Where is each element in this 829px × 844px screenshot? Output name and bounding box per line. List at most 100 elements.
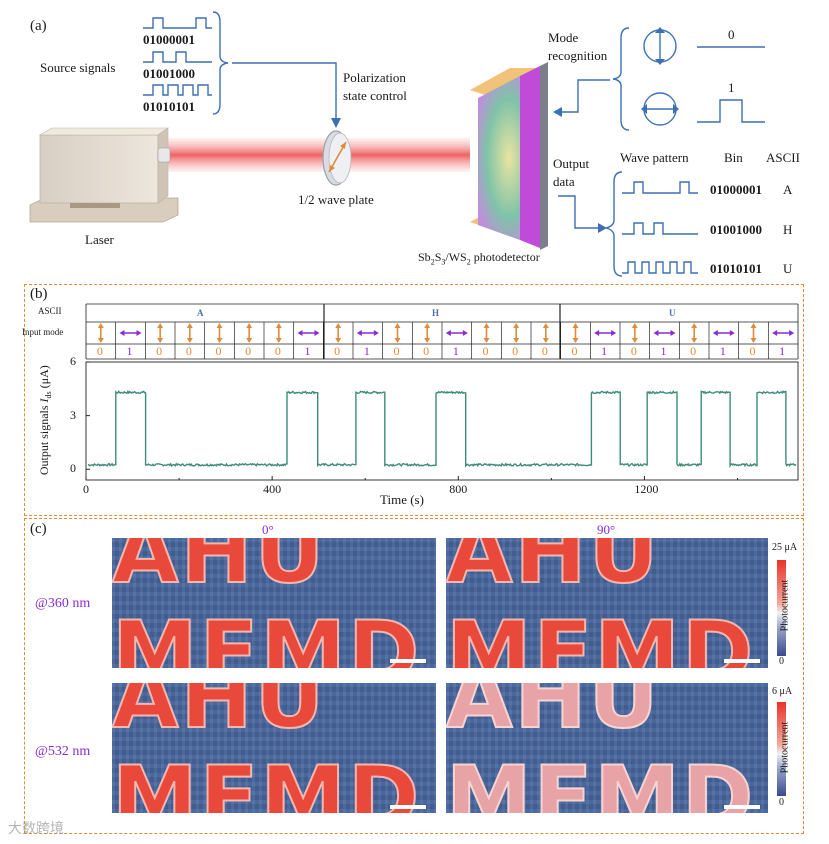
bit-one-label: 1 xyxy=(728,80,735,95)
laser-label: Laser xyxy=(85,232,114,247)
bit-one-pulse xyxy=(697,99,765,123)
vertical-arrow-icon xyxy=(97,323,104,343)
heatmap-532-90deg: AHU MFMD xyxy=(446,683,768,813)
bit-label: 1 xyxy=(304,344,311,358)
table-wave-A xyxy=(622,181,698,194)
row-h-ascii: H xyxy=(783,222,793,237)
row-a-ascii: A xyxy=(783,182,793,197)
laser-device xyxy=(29,127,179,223)
bit-label: 0 xyxy=(393,344,400,358)
arrow-output xyxy=(558,195,600,229)
heatmap-pattern: AHU MFMD xyxy=(446,683,756,813)
panel-b-frame xyxy=(24,284,804,516)
vertical-arrow-icon xyxy=(631,323,638,343)
source-wave-2 xyxy=(143,51,212,63)
y-tick-label: 6 xyxy=(70,354,76,368)
letter-A: A xyxy=(197,308,204,318)
scale-bar xyxy=(390,659,426,663)
bit-label: 0 xyxy=(749,344,756,358)
colorbar-360 xyxy=(777,560,786,656)
bit-label: 0 xyxy=(512,344,519,358)
vertical-arrow-icon xyxy=(750,323,757,343)
scale-bar xyxy=(724,659,760,663)
bit-label: 0 xyxy=(690,344,697,358)
vertical-arrow-icon xyxy=(246,323,253,343)
heatmap-532-0deg: AHU MFMD xyxy=(112,683,436,813)
bit-label: 1 xyxy=(719,344,726,358)
heatmap-pattern: AHU MFMD xyxy=(446,538,756,668)
heatmap-noise xyxy=(446,538,768,668)
row-u-ascii: U xyxy=(783,261,793,276)
table-wave-H xyxy=(622,222,698,235)
header-bin: Bin xyxy=(724,150,743,165)
angle-0-label: 0° xyxy=(262,522,274,537)
bit-label: 1 xyxy=(363,344,370,358)
x-tick-label: 0 xyxy=(83,482,89,496)
code-1: 01000001 xyxy=(143,32,195,47)
heatmap-noise xyxy=(112,683,436,813)
heatmap-360-0deg: AHU MFMD xyxy=(112,538,436,668)
heatmap-pattern: AHU MFMD xyxy=(112,683,422,813)
bit-label: 0 xyxy=(423,344,430,358)
code-3: 01010101 xyxy=(143,99,195,114)
heatmap-360-90deg: AHU MFMD xyxy=(446,538,768,668)
watermark: 大数跨境 xyxy=(8,821,64,837)
polarization-label-2: state control xyxy=(343,88,407,103)
heatmap-noise xyxy=(446,683,768,813)
x-tick-label: 400 xyxy=(263,482,282,496)
vertical-arrow-icon xyxy=(335,323,342,343)
laser-beam xyxy=(165,138,470,172)
mode-label-1: Mode xyxy=(548,30,579,45)
output-label-2: data xyxy=(553,174,575,189)
source-wave-1 xyxy=(143,17,212,29)
bit-zero-label: 0 xyxy=(728,27,735,42)
wavelength-532-label: @532 nm xyxy=(35,744,91,759)
vertical-arrow-icon xyxy=(691,323,698,343)
signal-line xyxy=(87,390,797,469)
arrow-mode xyxy=(560,79,610,113)
vertical-arrow-icon xyxy=(394,323,401,343)
arrow-to-waveplate xyxy=(232,62,337,122)
bit-label: 1 xyxy=(660,344,667,358)
vertical-arrow-icon xyxy=(216,323,223,343)
row-h-bin: 01001000 xyxy=(710,222,762,237)
source-signals-label: Source signals xyxy=(40,60,116,75)
y-tick-label: 3 xyxy=(70,407,76,422)
wave-plate xyxy=(322,130,352,186)
table-wave-U xyxy=(622,261,698,274)
bit-label: 0 xyxy=(541,344,548,358)
horizontal-arrow-icon xyxy=(119,330,142,336)
bit-label: 0 xyxy=(334,344,341,358)
row-ascii-label: ASCII xyxy=(38,306,62,316)
horizontal-arrow-icon xyxy=(712,330,735,336)
horizontal-arrow-icon xyxy=(445,330,468,336)
x-tick-label: 1200 xyxy=(634,482,659,496)
vertical-arrow-icon xyxy=(275,323,282,343)
y-tick-label: 0 xyxy=(70,461,76,476)
wavelength-360-label: @360 nm xyxy=(35,596,91,611)
y-axis-label: Output signals Ids (μA) xyxy=(36,365,54,476)
heatmap-noise xyxy=(112,538,436,668)
detector-device xyxy=(470,62,548,250)
vertical-arrow-icon xyxy=(513,323,520,343)
horizontal-arrow-icon xyxy=(772,330,795,336)
scale-bar xyxy=(390,805,426,809)
colorbar-532-label: Photocurrent xyxy=(779,721,791,774)
panel-a-label: (a) xyxy=(30,18,47,34)
heatmap-pattern: AHU MFMD xyxy=(112,538,422,668)
bit-label: 0 xyxy=(96,344,103,358)
bit-label: 1 xyxy=(779,344,786,358)
colorbar-532-max: 6 μA xyxy=(772,686,793,697)
bit-label: 0 xyxy=(274,344,281,358)
row-input-label: Input mode xyxy=(22,327,64,337)
bit-label: 1 xyxy=(452,344,459,358)
plot-frame xyxy=(85,361,799,481)
panel-c-label: (c) xyxy=(30,521,47,537)
vertical-arrow-icon xyxy=(424,323,431,343)
angle-90-label: 90° xyxy=(597,522,616,537)
polarization-label-1: Polarization xyxy=(343,70,406,85)
bit-label: 0 xyxy=(482,344,489,358)
